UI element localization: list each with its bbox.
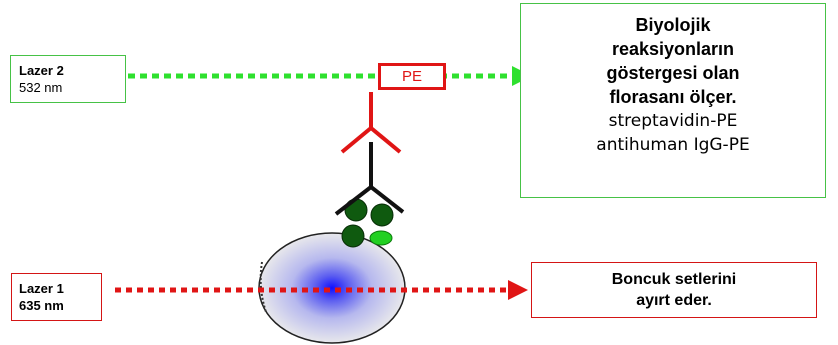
analyte-sphere xyxy=(370,203,394,227)
detection-antibody xyxy=(340,92,402,154)
laser1-name: Lazer 1 xyxy=(19,281,64,296)
pe-label: PE xyxy=(378,63,446,90)
laser1-wavelength: 635 nm xyxy=(19,298,64,313)
bead-desc-line1: Boncuk setlerini xyxy=(611,271,737,288)
fluorescence-line3: göstergesi olan xyxy=(606,63,740,83)
laser1-arrowhead xyxy=(508,280,528,300)
laser2-name: Lazer 2 xyxy=(19,63,64,78)
analyte-sphere xyxy=(341,224,365,248)
laser2-wavelength: 532 nm xyxy=(19,80,63,95)
capture-antibody xyxy=(334,142,405,216)
laser1-box: Lazer 1 635 nm xyxy=(11,273,102,321)
fluorescence-line6: antihuman IgG-PE xyxy=(596,135,750,155)
laser2-box: Lazer 2 532 nm xyxy=(10,55,126,103)
fluorescence-line5: streptavidin-PE xyxy=(608,111,738,131)
bead-description-box: Boncuk setlerini ayırt eder. xyxy=(531,262,817,318)
fluorescence-line4: florasanı ölçer. xyxy=(609,87,737,107)
fluorescence-line1: Biyolojik xyxy=(635,15,711,35)
fluorescence-line2: reaksiyonların xyxy=(611,39,735,59)
bead-desc-line2: ayırt eder. xyxy=(636,292,712,309)
fluorescence-description-box: Biyolojik reaksiyonların göstergesi olan… xyxy=(520,3,826,198)
analyte-small-sphere xyxy=(369,230,393,246)
